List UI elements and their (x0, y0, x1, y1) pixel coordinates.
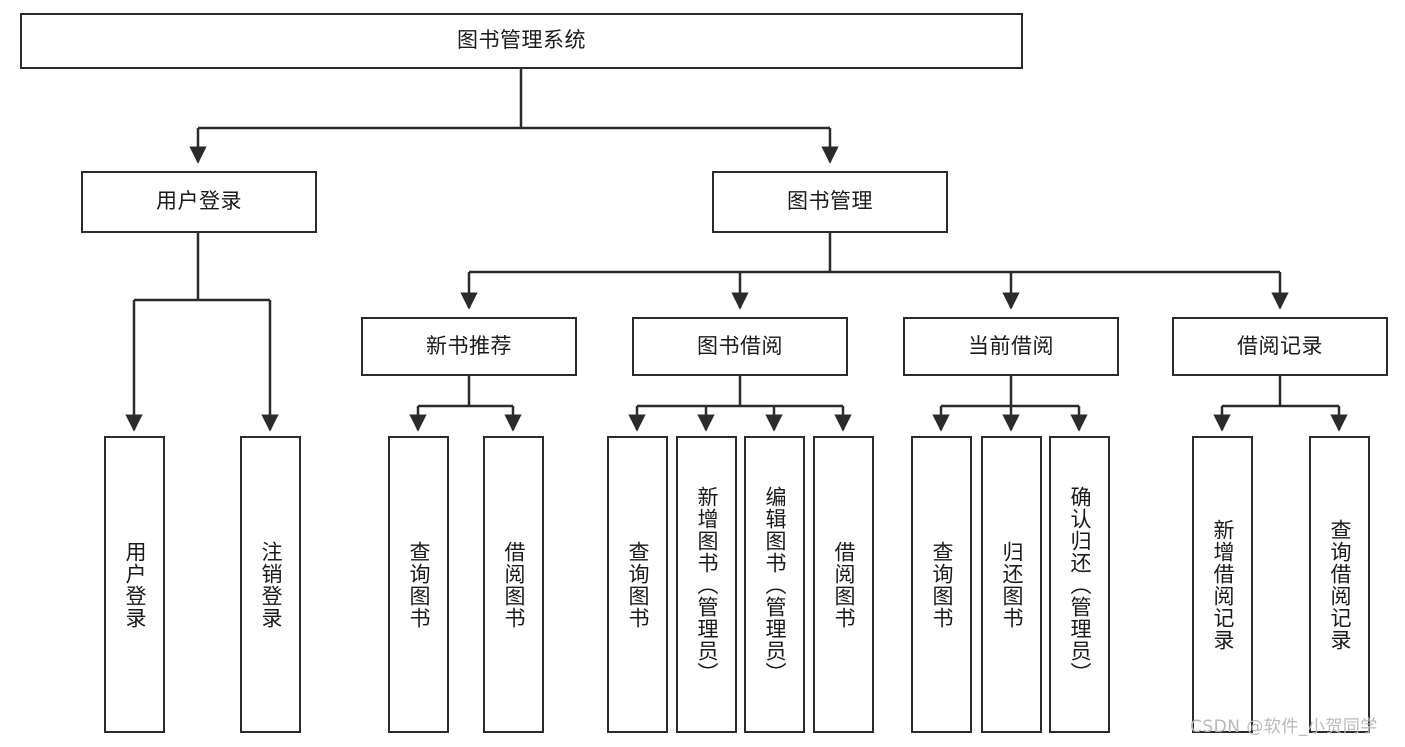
leaf-logout[interactable]: 注销登录 (240, 436, 301, 733)
leaf-user-login[interactable]: 用户登录 (104, 436, 165, 733)
leaf-user-login-label: 用户登录 (122, 540, 147, 629)
node-root-label: 图书管理系统 (457, 28, 586, 53)
leaf-add-book-admin[interactable]: 新增图书（管理员） (676, 436, 737, 733)
leaf-return-book[interactable]: 归还图书 (981, 436, 1042, 733)
leaf-query-book-borrow[interactable]: 查询图书 (607, 436, 668, 733)
leaf-borrow-book-newbook-label: 借阅图书 (501, 540, 526, 629)
leaf-add-borrow-record-label: 新增借阅记录 (1210, 518, 1235, 651)
leaf-query-book-current[interactable]: 查询图书 (911, 436, 972, 733)
leaf-query-borrow-record[interactable]: 查询借阅记录 (1309, 436, 1370, 733)
leaf-borrow-book-borrow-label: 借阅图书 (831, 540, 856, 629)
leaf-add-book-admin-label: 新增图书（管理员） (694, 485, 719, 684)
leaf-query-book-newbook-label: 查询图书 (406, 540, 431, 629)
leaf-query-borrow-record-label: 查询借阅记录 (1327, 518, 1352, 651)
node-new-book-recommend[interactable]: 新书推荐 (361, 317, 577, 376)
node-root[interactable]: 图书管理系统 (20, 13, 1023, 69)
node-borrow-records[interactable]: 借阅记录 (1172, 317, 1388, 376)
leaf-query-book-current-label: 查询图书 (929, 540, 954, 629)
leaf-borrow-book-newbook[interactable]: 借阅图书 (483, 436, 544, 733)
node-book-borrow-label: 图书借阅 (697, 333, 783, 358)
node-user-login-label: 用户登录 (156, 189, 242, 214)
node-user-login[interactable]: 用户登录 (81, 171, 317, 233)
node-book-management-label: 图书管理 (787, 189, 873, 214)
node-current-borrow[interactable]: 当前借阅 (903, 317, 1119, 376)
leaf-confirm-return-admin-label: 确认归还（管理员） (1067, 485, 1092, 684)
leaf-edit-book-admin[interactable]: 编辑图书（管理员） (744, 436, 805, 733)
leaf-query-book-borrow-label: 查询图书 (625, 540, 650, 629)
leaf-confirm-return-admin[interactable]: 确认归还（管理员） (1049, 436, 1110, 733)
leaf-edit-book-admin-label: 编辑图书（管理员） (762, 485, 787, 684)
node-book-management[interactable]: 图书管理 (712, 171, 948, 233)
leaf-add-borrow-record[interactable]: 新增借阅记录 (1192, 436, 1253, 733)
leaf-logout-label: 注销登录 (258, 540, 283, 629)
node-new-book-recommend-label: 新书推荐 (426, 333, 512, 358)
node-current-borrow-label: 当前借阅 (968, 333, 1054, 358)
node-borrow-records-label: 借阅记录 (1237, 333, 1323, 358)
leaf-query-book-newbook[interactable]: 查询图书 (388, 436, 449, 733)
leaf-return-book-label: 归还图书 (999, 540, 1024, 629)
leaf-borrow-book-borrow[interactable]: 借阅图书 (813, 436, 874, 733)
node-book-borrow[interactable]: 图书借阅 (632, 317, 848, 376)
csdn-watermark: CSDN @软件_小贺同学 (1190, 717, 1378, 737)
